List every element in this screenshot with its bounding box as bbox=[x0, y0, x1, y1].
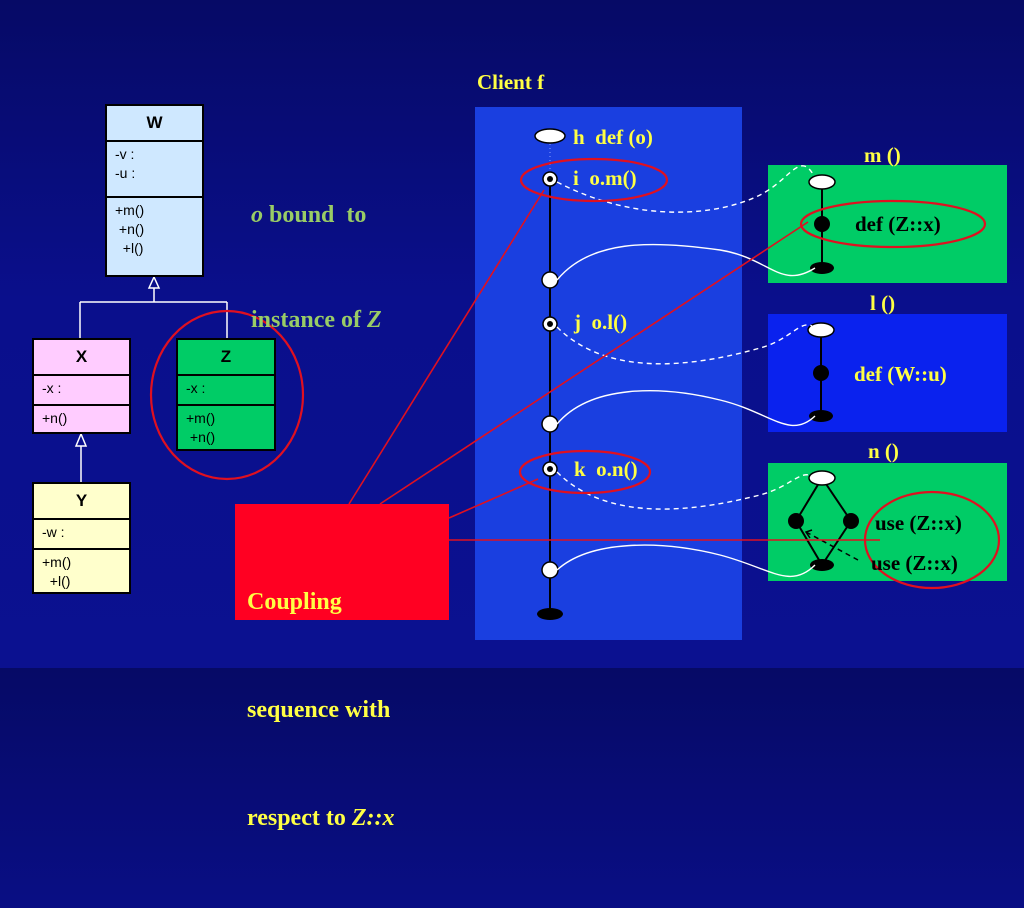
callout-text: Coupling sequence with respect to Z::x bbox=[247, 589, 395, 831]
class-y: Y -w : +m() +l() bbox=[32, 482, 131, 594]
n-use-node-left bbox=[788, 513, 804, 529]
node-j-label: j o.l() bbox=[574, 310, 628, 334]
node-return-3 bbox=[541, 561, 559, 579]
node-k-label: k o.n() bbox=[574, 457, 638, 481]
method-l-title: l () bbox=[870, 291, 896, 315]
method-n-panel bbox=[768, 463, 1007, 581]
class-z-methods: +m() +n() bbox=[186, 410, 216, 445]
diagram-connectors bbox=[74, 128, 1001, 620]
call-edges bbox=[556, 165, 816, 578]
n-start-node bbox=[808, 470, 836, 486]
method-m-panel bbox=[768, 165, 1007, 283]
method-l-panel bbox=[768, 314, 1007, 432]
node-i-highlight bbox=[519, 157, 669, 203]
l-def-node bbox=[813, 365, 829, 381]
binding-note: o bound to instance of Z bbox=[251, 128, 382, 373]
method-n-title: n () bbox=[868, 439, 899, 463]
class-y-attributes: -w : bbox=[34, 520, 129, 550]
client-f-title: Client f bbox=[477, 70, 545, 94]
z-class-highlight bbox=[149, 309, 305, 481]
class-w-name: W bbox=[107, 106, 202, 142]
n-back-edge bbox=[805, 531, 859, 561]
node-k-highlight bbox=[518, 449, 652, 495]
coupling-sequence-callout: Coupling sequence with respect to Z::x bbox=[235, 504, 449, 831]
class-z-attributes: -x : bbox=[178, 376, 274, 406]
node-h-start bbox=[534, 128, 566, 144]
m-def-node bbox=[814, 216, 830, 232]
inheritance-lines bbox=[79, 288, 228, 482]
use-zx-highlight bbox=[863, 490, 1001, 590]
node-h-label: h def (o) bbox=[573, 125, 653, 149]
binding-note-line2: instance of Z bbox=[251, 307, 382, 333]
class-w: W -v : -u : +m() +n() +l() bbox=[105, 104, 204, 277]
class-z: Z -x : +m() +n() bbox=[176, 338, 276, 451]
client-end-node bbox=[537, 608, 563, 620]
node-i-label: i o.m() bbox=[573, 166, 637, 190]
class-w-attributes: -v : -u : bbox=[107, 142, 202, 198]
l-end-node bbox=[809, 410, 833, 422]
m-start-node bbox=[808, 174, 836, 190]
class-z-name: Z bbox=[178, 340, 274, 376]
inheritance-arrow-w bbox=[147, 275, 161, 289]
method-m-title: m () bbox=[864, 143, 901, 167]
inheritance-arrow-x bbox=[74, 432, 88, 447]
class-x: X -x : +n() bbox=[32, 338, 131, 434]
highlight-lines bbox=[348, 189, 880, 541]
node-return-2 bbox=[541, 415, 559, 433]
method-m-def-label: def (Z::x) bbox=[855, 212, 941, 236]
class-y-methods: +m() +l() bbox=[42, 554, 72, 589]
highlight-ellipses bbox=[149, 157, 1001, 590]
class-x-methods: +n() bbox=[42, 410, 68, 426]
n-use-node-right bbox=[843, 513, 859, 529]
method-l-def-label: def (W::u) bbox=[854, 362, 947, 386]
class-w-methods: +m() +n() +l() bbox=[115, 202, 145, 256]
n-end-node bbox=[810, 559, 834, 571]
method-n-use-label-2: use (Z::x) bbox=[871, 551, 958, 575]
m-end-node bbox=[810, 262, 834, 274]
l-start-node bbox=[807, 322, 835, 338]
node-return-1 bbox=[541, 271, 559, 289]
class-y-name: Y bbox=[34, 484, 129, 520]
client-f-panel bbox=[475, 107, 742, 640]
binding-note-line1: o bound to bbox=[251, 202, 367, 228]
def-zx-highlight bbox=[799, 199, 987, 249]
class-x-attributes: -x : bbox=[34, 376, 129, 406]
class-x-name: X bbox=[34, 340, 129, 376]
method-n-use-label-1: use (Z::x) bbox=[875, 511, 962, 535]
